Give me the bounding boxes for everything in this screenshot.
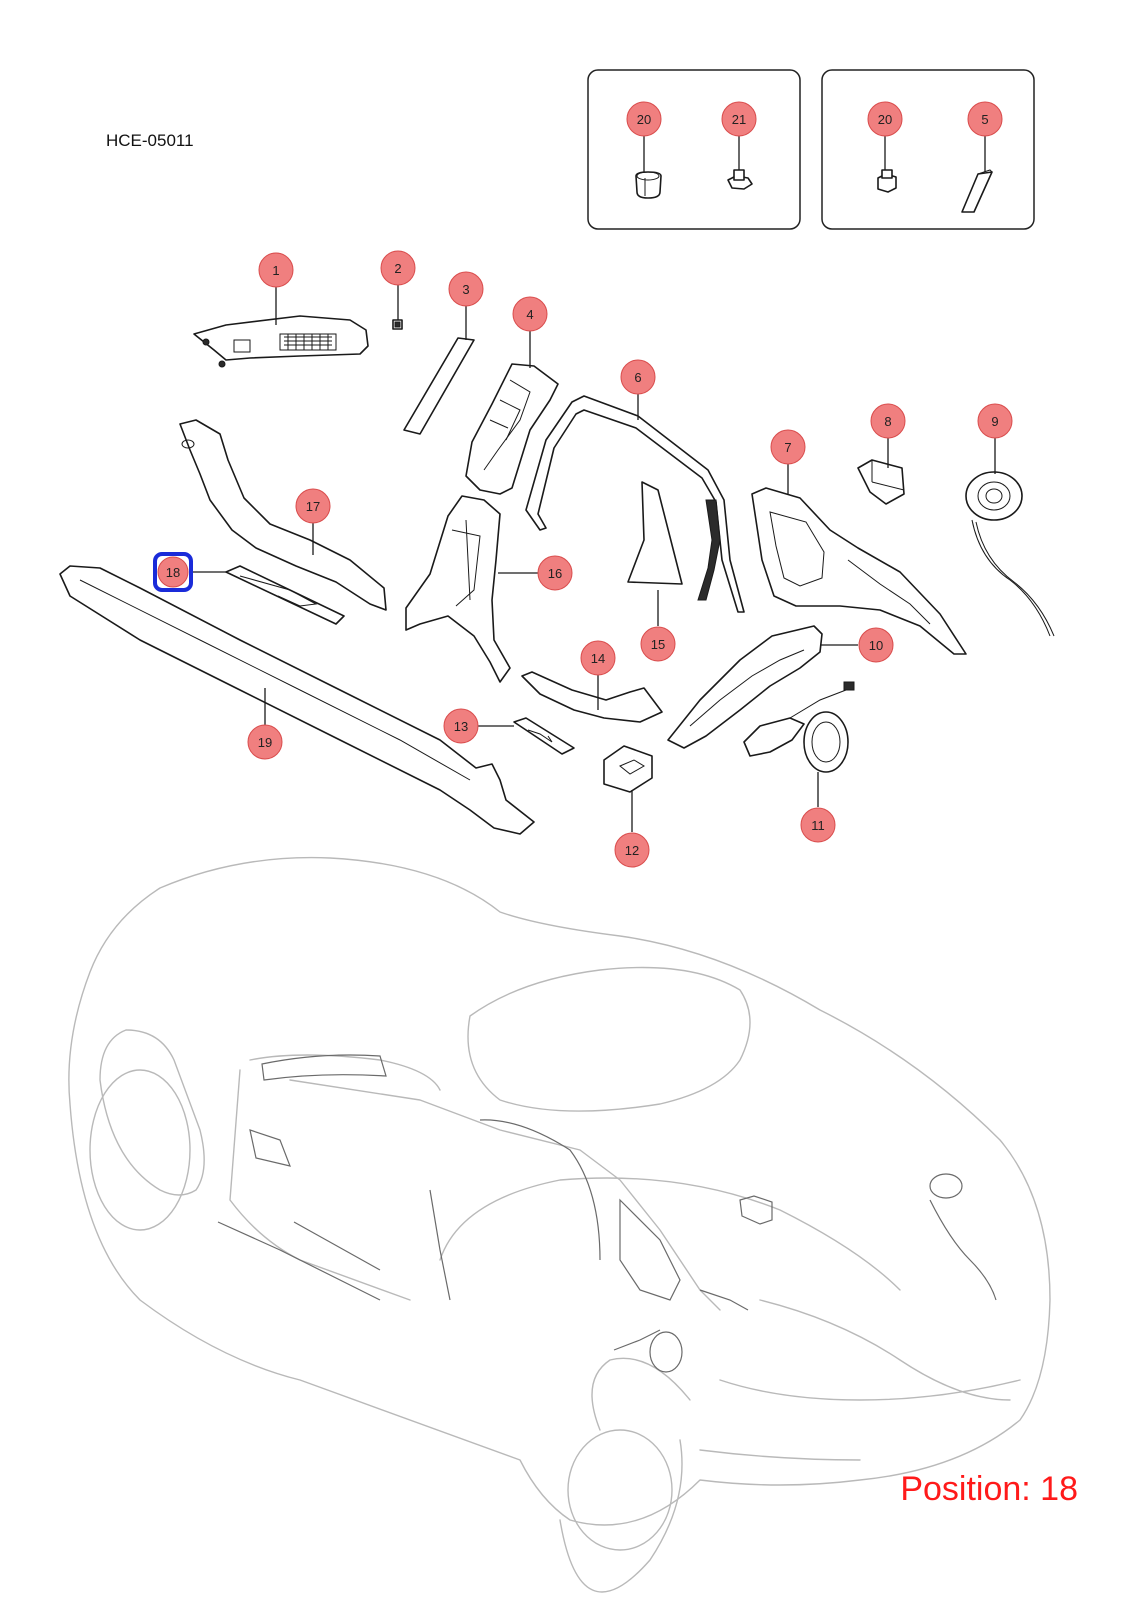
callout-2[interactable]: 2 <box>380 250 416 286</box>
callout-10[interactable]: 10 <box>858 627 894 663</box>
callout-4[interactable]: 4 <box>512 296 548 332</box>
part-2-clip <box>392 319 403 330</box>
clip-20-round-part <box>635 171 662 199</box>
svg-text:21: 21 <box>732 112 746 127</box>
svg-text:20: 20 <box>637 112 651 127</box>
svg-text:4: 4 <box>526 307 533 322</box>
callout-8[interactable]: 8 <box>870 403 906 439</box>
part-12-pad <box>603 745 653 793</box>
part-4-b-pillar-upper <box>465 363 559 495</box>
callout-11[interactable]: 11 <box>800 807 836 843</box>
svg-text:2: 2 <box>394 261 401 276</box>
part-15-door-film <box>627 481 683 585</box>
svg-text:12: 12 <box>625 843 639 858</box>
svg-text:17: 17 <box>306 499 320 514</box>
callout-18[interactable]: 18 <box>157 556 189 588</box>
leader-lines <box>190 136 996 832</box>
svg-text:10: 10 <box>869 638 883 653</box>
svg-text:18: 18 <box>166 565 180 580</box>
callout-7[interactable]: 7 <box>770 429 806 465</box>
svg-text:11: 11 <box>811 818 825 833</box>
callouts: 1 2 3 4 5 6 7 8 9 10 11 12 13 14 15 16 1… <box>157 101 1013 868</box>
part-3-pillar-strip <box>403 337 475 435</box>
document-code: HCE-05011 <box>106 131 194 150</box>
svg-text:8: 8 <box>884 414 891 429</box>
callout-6[interactable]: 6 <box>620 359 656 395</box>
svg-text:19: 19 <box>258 735 272 750</box>
callout-15[interactable]: 15 <box>640 626 676 662</box>
part-13-small-scuff-plate <box>513 717 575 755</box>
position-label: Position: 18 <box>900 1470 1078 1508</box>
svg-text:14: 14 <box>591 651 605 666</box>
inset-box-right <box>821 69 1035 230</box>
svg-text:1: 1 <box>272 263 279 278</box>
part-14-rear-sill-trim <box>521 671 663 723</box>
part-9-speaker <box>965 471 1055 637</box>
svg-text:15: 15 <box>651 637 665 652</box>
vehicle-outline <box>68 856 1051 1593</box>
svg-text:13: 13 <box>454 719 468 734</box>
callout-9[interactable]: 9 <box>977 403 1013 439</box>
clip-20-square-part <box>877 169 897 193</box>
selected-callout-highlight <box>153 552 193 592</box>
callout-13[interactable]: 13 <box>443 708 479 744</box>
inset-box-left <box>587 69 801 230</box>
callout-12[interactable]: 12 <box>614 832 650 868</box>
part-17-front-sill-trim <box>179 419 387 611</box>
part-11-fuel-door <box>743 681 855 773</box>
svg-text:7: 7 <box>784 440 791 455</box>
callout-20-right-inset[interactable]: 20 <box>867 101 903 137</box>
svg-text:6: 6 <box>634 370 641 385</box>
svg-text:3: 3 <box>462 282 469 297</box>
part-6-door-frame-seal <box>525 395 745 613</box>
strip-5-part <box>961 169 993 213</box>
part-10-lower-quarter-trim <box>667 625 823 749</box>
part-18-scuff-plate <box>225 565 345 625</box>
callout-20-left-inset[interactable]: 20 <box>626 101 662 137</box>
part-19-side-sill <box>59 565 535 835</box>
callout-5[interactable]: 5 <box>967 101 1003 137</box>
svg-text:16: 16 <box>548 566 562 581</box>
part-8-bracket <box>857 459 905 505</box>
callout-3[interactable]: 3 <box>448 271 484 307</box>
svg-text:5: 5 <box>981 112 988 127</box>
part-16-b-pillar-lower <box>405 495 511 683</box>
part-7-quarter-trim <box>751 487 967 655</box>
callout-21[interactable]: 21 <box>721 101 757 137</box>
callout-1[interactable]: 1 <box>258 252 294 288</box>
part-1-roof-trim <box>193 315 369 368</box>
callout-16[interactable]: 16 <box>537 555 573 591</box>
svg-text:20: 20 <box>878 112 892 127</box>
callout-17[interactable]: 17 <box>295 488 331 524</box>
callout-19[interactable]: 19 <box>247 724 283 760</box>
callout-14[interactable]: 14 <box>580 640 616 676</box>
svg-text:9: 9 <box>991 414 998 429</box>
